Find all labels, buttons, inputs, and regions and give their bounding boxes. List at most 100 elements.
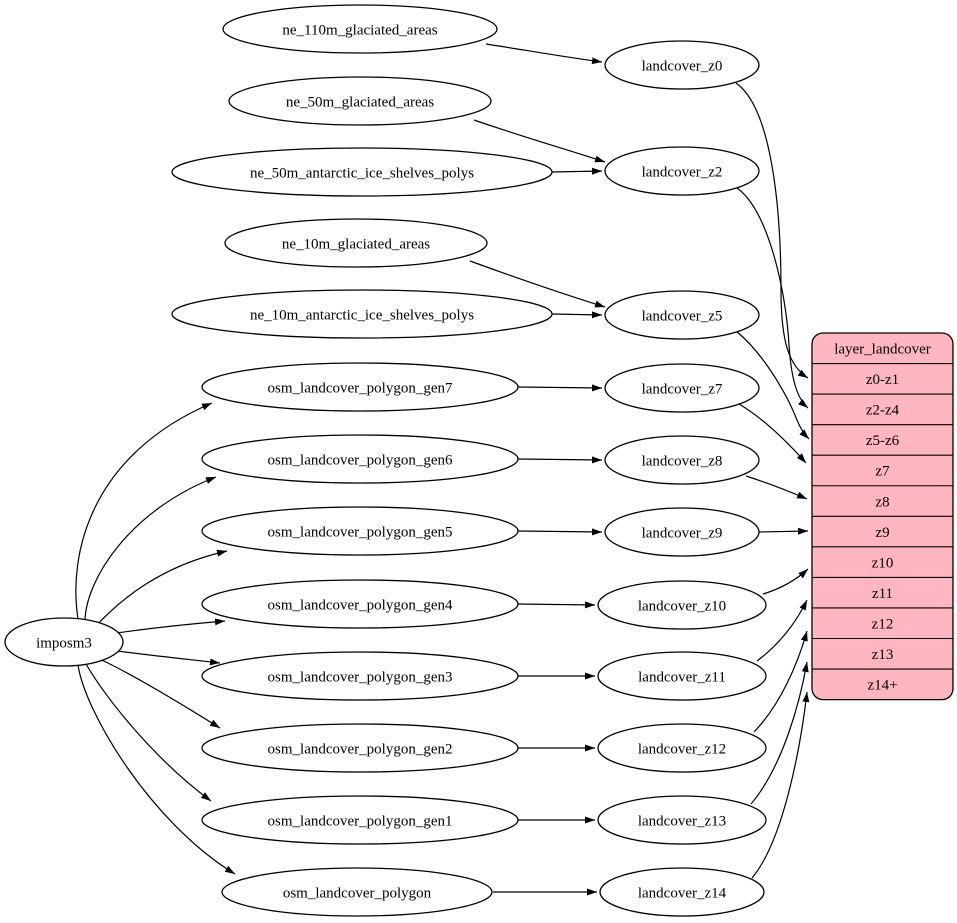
- edge-layer: [75, 43, 810, 896]
- node-shape-osm_landcover_polygon_gen5: [201, 506, 519, 556]
- edge-landcover_z0-to-layer_landcover-z0-z1: [735, 82, 809, 379]
- node-landcover_z7: landcover_z7: [604, 363, 760, 413]
- node-ne_10m_glaciated_areas: ne_10m_glaciated_areas: [224, 218, 488, 268]
- table-row-z5-z6: z5-z6: [866, 433, 900, 449]
- node-shape-landcover_z13: [597, 795, 767, 845]
- edge-osm_landcover_polygon_gen5-to-landcover_z9: [517, 528, 603, 536]
- edge-imposm3-to-osm_landcover_polygon_gen3: [109, 649, 221, 666]
- node-shape-osm_landcover_polygon_gen2: [201, 723, 519, 773]
- node-shape-ne_50m_antarctic_ice_shelves_polys: [171, 147, 553, 197]
- node-label-landcover_z7: landcover_z7: [642, 381, 723, 397]
- edge-ne_50m_antarctic_ice_shelves_polys-to-landcover_z2: [551, 167, 603, 175]
- node-ne_50m_glaciated_areas: ne_50m_glaciated_areas: [228, 76, 492, 126]
- node-ne_50m_antarctic_ice_shelves_polys: ne_50m_antarctic_ice_shelves_polys: [171, 147, 553, 197]
- table-row-z8: z8: [875, 494, 889, 510]
- edge-ne_10m_glaciated_areas-to-landcover_z5: [469, 260, 606, 308]
- edge-landcover_z10-to-layer_landcover-z10: [762, 568, 809, 595]
- edge-landcover_z13-to-layer_landcover-z13: [750, 661, 809, 805]
- edge-landcover_z12-to-layer_landcover-z12: [753, 630, 808, 733]
- edge-landcover_z2-to-layer_landcover-z2-z4: [736, 187, 809, 409]
- node-landcover_z12: landcover_z12: [597, 723, 767, 773]
- node-label-osm_landcover_polygon_gen5: osm_landcover_polygon_gen5: [268, 524, 453, 540]
- edge-landcover_z7-to-layer_landcover-z7: [738, 403, 807, 464]
- node-label-landcover_z10: landcover_z10: [638, 598, 726, 614]
- node-label-landcover_z0: landcover_z0: [642, 58, 723, 74]
- node-label-landcover_z14: landcover_z14: [638, 885, 727, 901]
- edge-osm_landcover_polygon_gen7-to-landcover_z7: [517, 384, 603, 392]
- node-label-osm_landcover_polygon_gen7: osm_landcover_polygon_gen7: [268, 380, 453, 396]
- table-row-z13: z13: [872, 647, 894, 663]
- edge-landcover_z11-to-layer_landcover-z11: [756, 599, 808, 662]
- node-shape-landcover_z11: [597, 651, 767, 701]
- edge-imposm3-to-osm_landcover_polygon: [77, 664, 236, 875]
- node-label-ne_50m_antarctic_ice_shelves_polys: ne_50m_antarctic_ice_shelves_polys: [250, 165, 474, 181]
- node-label-osm_landcover_polygon_gen4: osm_landcover_polygon_gen4: [268, 597, 453, 613]
- table-row-z7: z7: [875, 464, 890, 480]
- node-label-ne_10m_glaciated_areas: ne_10m_glaciated_areas: [282, 236, 430, 252]
- table-row-z10: z10: [872, 555, 894, 571]
- edge-ne_50m_glaciated_areas-to-landcover_z2: [473, 119, 606, 163]
- node-layer: imposm3 ne_110m_glaciated_areas ne_50m_gla…: [4, 4, 767, 917]
- edge-landcover_z5-to-layer_landcover-z5-z6: [735, 330, 810, 440]
- node-landcover_z11: landcover_z11: [597, 651, 767, 701]
- node-landcover_z8: landcover_z8: [604, 435, 760, 485]
- node-label-imposm3: imposm3: [36, 635, 92, 651]
- node-landcover_z13: landcover_z13: [597, 795, 767, 845]
- edge-imposm3-to-osm_landcover_polygon_gen5: [94, 549, 228, 628]
- node-osm_landcover_polygon_gen5: osm_landcover_polygon_gen5: [201, 506, 519, 556]
- node-shape-landcover_z2: [604, 146, 760, 196]
- table-layer-landcover: layer_landcoverz0-z1z2-z4z5-z6z7z8z9z10z…: [811, 332, 954, 701]
- edge-imposm3-to-osm_landcover_polygon_gen4: [109, 618, 226, 635]
- node-shape-landcover_z12: [597, 723, 767, 773]
- node-label-osm_landcover_polygon_gen1: osm_landcover_polygon_gen1: [268, 813, 453, 829]
- edge-imposm3-to-osm_landcover_polygon_gen7: [75, 402, 213, 620]
- node-label-landcover_z12: landcover_z12: [638, 741, 726, 757]
- node-landcover_z5: landcover_z5: [604, 290, 760, 340]
- node-ne_10m_antarctic_ice_shelves_polys: ne_10m_antarctic_ice_shelves_polys: [171, 289, 553, 339]
- table-row-z14+: z14+: [867, 678, 897, 694]
- edge-imposm3-to-osm_landcover_polygon_gen2: [94, 656, 221, 729]
- node-ne_110m_glaciated_areas: ne_110m_glaciated_areas: [222, 4, 498, 54]
- node-label-landcover_z13: landcover_z13: [638, 813, 726, 829]
- node-landcover_z2: landcover_z2: [604, 146, 760, 196]
- node-shape-ne_10m_glaciated_areas: [224, 218, 488, 268]
- table-row-z0-z1: z0-z1: [866, 372, 899, 388]
- node-label-ne_10m_antarctic_ice_shelves_polys: ne_10m_antarctic_ice_shelves_polys: [250, 307, 474, 323]
- node-landcover_z9: landcover_z9: [604, 507, 760, 557]
- node-shape-landcover_z5: [604, 290, 760, 340]
- edge-ne_10m_antarctic_ice_shelves_polys-to-landcover_z5: [551, 311, 603, 319]
- node-landcover_z14: landcover_z14: [599, 867, 765, 917]
- node-shape-landcover_z10: [597, 580, 767, 630]
- node-osm_landcover_polygon_gen4: osm_landcover_polygon_gen4: [201, 579, 519, 629]
- node-osm_landcover_polygon_gen2: osm_landcover_polygon_gen2: [201, 723, 519, 773]
- table-row-z2-z4: z2-z4: [866, 403, 900, 419]
- node-landcover_z0: landcover_z0: [604, 40, 760, 90]
- node-shape-landcover_z14: [599, 867, 765, 917]
- node-label-landcover_z8: landcover_z8: [642, 453, 723, 469]
- edge-imposm3-to-osm_landcover_polygon_gen1: [84, 661, 212, 802]
- edge-ne_110m_glaciated_areas-to-landcover_z0: [485, 43, 603, 65]
- edge-landcover_z8-to-layer_landcover-z8: [745, 475, 808, 500]
- node-landcover_z10: landcover_z10: [597, 580, 767, 630]
- node-label-osm_landcover_polygon_gen2: osm_landcover_polygon_gen2: [268, 741, 453, 757]
- edge-osm_landcover_polygon_gen4-to-landcover_z10: [517, 601, 596, 609]
- node-osm_landcover_polygon_gen6: osm_landcover_polygon_gen6: [201, 434, 519, 484]
- node-shape-osm_landcover_polygon_gen4: [201, 579, 519, 629]
- node-label-osm_landcover_polygon_gen6: osm_landcover_polygon_gen6: [268, 452, 453, 468]
- node-shape-imposm3: [4, 617, 124, 667]
- node-shape-osm_landcover_polygon_gen7: [201, 362, 519, 412]
- node-shape-osm_landcover_polygon_gen3: [201, 651, 519, 701]
- node-shape-landcover_z8: [604, 435, 760, 485]
- node-label-osm_landcover_polygon: osm_landcover_polygon: [283, 885, 432, 901]
- node-label-landcover_z2: landcover_z2: [642, 164, 723, 180]
- node-shape-landcover_z0: [604, 40, 760, 90]
- node-osm_landcover_polygon_gen3: osm_landcover_polygon_gen3: [201, 651, 519, 701]
- table-row-z12: z12: [872, 616, 894, 632]
- node-label-osm_landcover_polygon_gen3: osm_landcover_polygon_gen3: [268, 669, 453, 685]
- node-osm_landcover_polygon: osm_landcover_polygon: [221, 867, 493, 917]
- edge-landcover_z14-to-layer_landcover-z14+: [751, 691, 810, 879]
- node-osm_landcover_polygon_gen7: osm_landcover_polygon_gen7: [201, 362, 519, 412]
- edge-landcover_z9-to-layer_landcover-z9: [758, 527, 809, 535]
- node-label-landcover_z11: landcover_z11: [638, 669, 726, 685]
- node-shape-landcover_z7: [604, 363, 760, 413]
